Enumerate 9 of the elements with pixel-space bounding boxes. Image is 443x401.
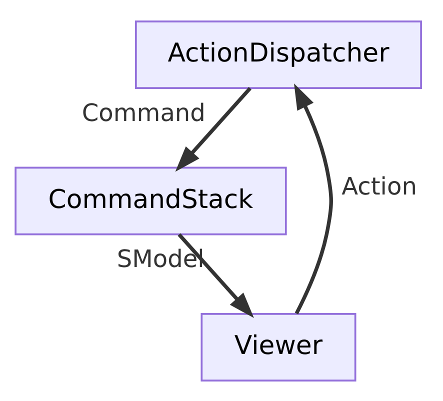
arrow xyxy=(178,232,254,318)
node-box: ActionDispatcher xyxy=(135,20,422,88)
edge-label: SModel xyxy=(116,244,204,273)
node-box: CommandStack xyxy=(14,166,287,235)
arrow xyxy=(294,82,333,314)
node-box: Viewer xyxy=(200,312,356,382)
edge-label: Command xyxy=(82,98,206,126)
arrow xyxy=(175,86,252,172)
edge-label: Action xyxy=(342,172,417,200)
